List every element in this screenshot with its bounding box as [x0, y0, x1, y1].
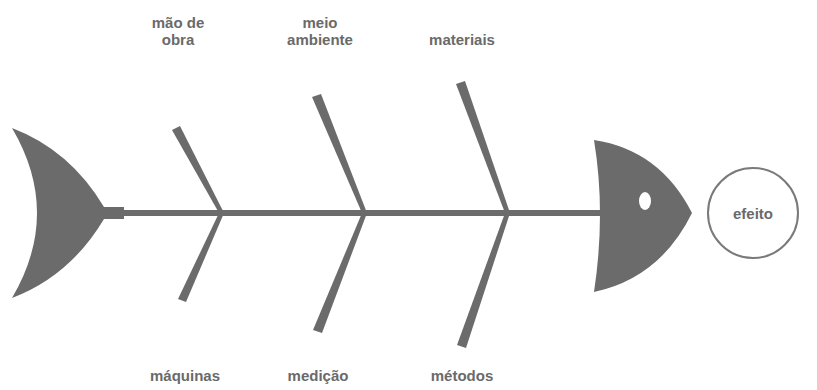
spine — [120, 210, 600, 216]
bone-upper — [312, 94, 367, 213]
fish-head — [594, 140, 692, 292]
category-label: materiais — [407, 31, 517, 48]
bone-lower — [178, 213, 224, 302]
bone-lower — [313, 213, 367, 333]
bone-upper — [172, 126, 224, 213]
category-label: medição — [263, 367, 373, 384]
category-label: mão de obra — [138, 14, 218, 48]
bone-lower — [457, 213, 510, 348]
category-label: meio ambiente — [275, 14, 365, 48]
fish-eye — [639, 192, 651, 210]
bone-upper — [456, 81, 510, 213]
category-label: máquinas — [130, 367, 240, 384]
category-label: métodos — [407, 367, 517, 384]
effect-text: efeito — [733, 205, 773, 222]
fish-tail — [12, 128, 124, 298]
effect-circle: efeito — [707, 167, 799, 259]
